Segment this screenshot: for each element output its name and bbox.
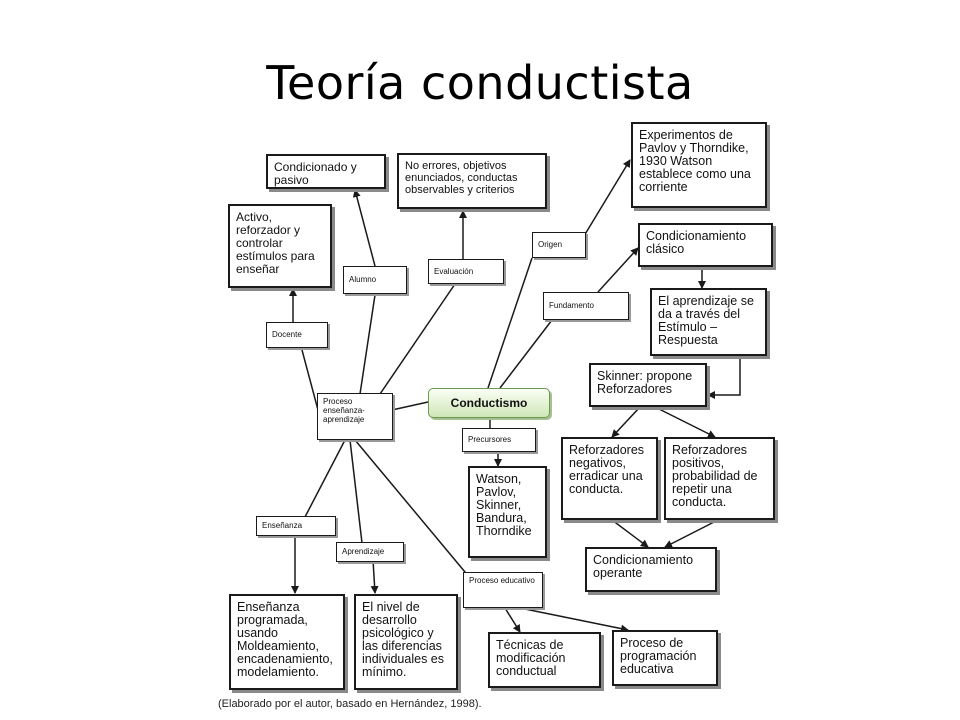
node-origen: Origen [532,232,586,258]
arrow-aprendizaje [370,559,379,594]
arrow-educativo-tecnicas [504,607,521,633]
arrow-skinner-negativos [611,406,641,438]
node-precursores: Precursores [462,428,536,452]
node-programacion: Proceso de programación educativa [612,630,718,686]
node-tecnicas: Técnicas de modificación conductual [488,632,601,688]
node-aprendizaje-desc: El nivel de desarrollo psicológico y las… [354,594,458,690]
connector-proceso-aprendizaje [349,439,363,544]
node-conductismo: Conductismo [428,388,550,418]
node-reforzadores-negativos: Reforzadores negativos, erradicar una co… [561,437,658,520]
slide-title: Teoría conductista [266,56,694,110]
connector-central-fundamento [499,319,553,389]
node-proceso-educativo: Proceso educativo [463,572,543,608]
arrow-positivos-operante [664,519,719,548]
node-evaluacion-desc: No errores, objetivos enunciados, conduc… [397,153,547,209]
connector-proceso-docente [301,349,319,411]
node-fundamento: Fundamento [543,292,629,320]
node-origen-desc: Experimentos de Pavlov y Thorndike, 1930… [631,122,767,208]
node-skinner: Skinner: propone Reforzadores [589,363,707,407]
node-condicionamiento-operante: Condicionamiento operante [585,547,717,592]
node-aprendizaje-estimulo: El aprendizaje se da a través del Estímu… [650,288,767,356]
arrow-negativos-operante [611,519,649,548]
connector-proceso-educativo [354,439,471,579]
arrow-alumno [352,189,376,267]
connector-proceso-evaluacion [379,283,456,395]
connector-central-origen [487,257,533,389]
node-evaluacion: Evaluación [428,259,504,284]
node-ensenanza-desc: Enseñanza programada, usando Moldeamient… [229,594,345,690]
node-condicionamiento-clasico: Condicionamiento clásico [638,223,773,267]
arrow-skinner-positivos [654,406,716,438]
node-docente: Docente [266,322,328,348]
arrow-fundamento [597,247,639,293]
node-aprendizaje: Aprendizaje [336,542,404,562]
arrow-educativo-programacion [519,607,629,633]
node-reforzadores-positivos: Reforzadores positivos, probabilidad de … [664,437,775,520]
connector-proceso-central [391,401,429,411]
arrow-origen [583,159,631,237]
connector-proceso-ensenanza [304,439,346,518]
source-caption: (Elaborado por el autor, basado en Herná… [218,698,482,710]
node-alumno: Alumno [343,266,407,294]
node-proceso-ensenanza-aprendizaje: Proceso enseñanza-aprendizaje [317,393,393,440]
connector-proceso-alumno [359,294,376,395]
node-docente-desc: Activo, reforzador y controlar estímulos… [228,204,332,288]
node-precursores-desc: Watson, Pavlov, Skinner, Bandura, Thornd… [468,466,547,558]
node-alumno-desc: Condicionado y pasivo [266,154,386,189]
node-ensenanza: Enseñanza [256,516,336,536]
